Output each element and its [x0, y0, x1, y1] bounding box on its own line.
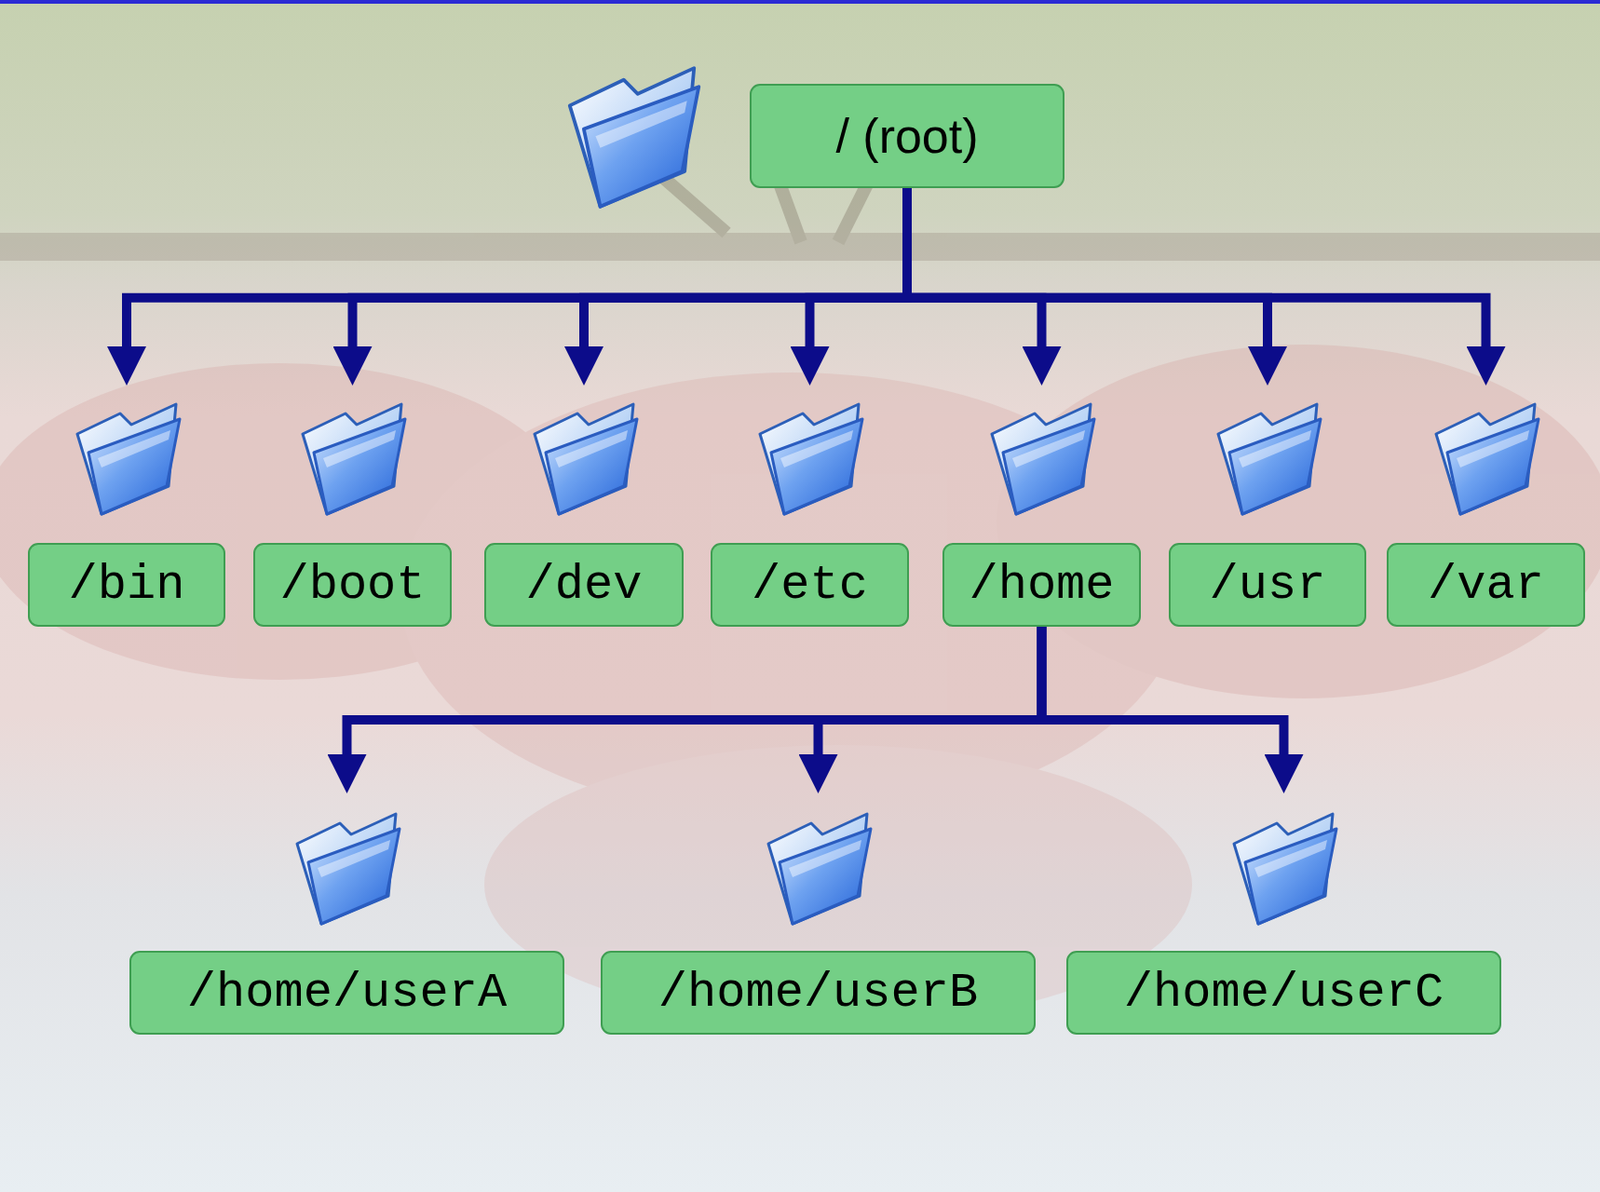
folder-icon [768, 813, 871, 924]
folder-icon [569, 67, 700, 207]
directory-node: /home/userC [1066, 799, 1502, 1035]
directory-path: /home/userA [187, 965, 507, 1021]
directory-label-box: /bin [27, 542, 226, 627]
directory-node: /home [942, 391, 1141, 627]
directory-path: /var [1427, 557, 1545, 613]
directory-path: /usr [1209, 557, 1327, 613]
directory-path: /home [968, 557, 1114, 613]
directory-node: /etc [710, 391, 909, 627]
directory-label-box: /usr [1168, 542, 1367, 627]
directory-path: /home/userB [658, 965, 978, 1021]
top-rule [0, 0, 1600, 4]
directory-path: /dev [526, 557, 643, 613]
directory-label-box: /home/userA [129, 950, 565, 1035]
tree-arrow [818, 626, 1043, 757]
tree-arrow [347, 626, 1043, 757]
tree-arrow [907, 188, 1043, 349]
blossom-texture [0, 130, 1600, 1025]
directory-path: /boot [279, 557, 425, 613]
tree-arrow [352, 188, 909, 349]
root-directory-node: / (root) [749, 83, 1065, 189]
directory-path: / (root) [835, 108, 978, 164]
directory-label-box: /home [942, 542, 1141, 627]
directory-node: /usr [1168, 391, 1367, 627]
directory-label-box: /home/userB [600, 950, 1036, 1035]
directory-label-box: /boot [253, 542, 452, 627]
directory-node: /boot [253, 391, 452, 627]
directory-node: /var [1386, 391, 1586, 627]
folder-icon [534, 404, 638, 515]
directory-path: /etc [751, 557, 868, 613]
directory-node: /dev [484, 391, 684, 627]
directory-label-box: /home/userC [1066, 950, 1502, 1035]
folder-icon [302, 404, 406, 515]
directory-node: /bin [27, 391, 226, 627]
directory-path: /home/userC [1124, 965, 1444, 1021]
tree-arrow [1042, 626, 1285, 757]
directory-label-box: /dev [484, 542, 684, 627]
folder-icon [1233, 813, 1337, 924]
tree-arrow [126, 188, 908, 349]
folder-icon [1436, 404, 1539, 515]
tree-arrow [810, 188, 909, 349]
folder-icon [991, 404, 1095, 515]
directory-label-box: / (root) [749, 83, 1065, 189]
directory-label-box: /etc [710, 542, 909, 627]
folder-icons [77, 67, 1539, 924]
folder-icon [77, 404, 180, 515]
tree-arrow [907, 188, 1268, 349]
folder-icon [297, 813, 400, 924]
folder-icon [1218, 404, 1321, 515]
directory-label-box: /var [1386, 542, 1586, 627]
directory-path: /bin [68, 557, 186, 613]
directory-node: /home/userA [129, 799, 565, 1035]
folder-icon [759, 404, 863, 515]
tree-arrow [583, 188, 908, 349]
directory-node: /home/userB [600, 799, 1036, 1035]
tree-arrow [907, 188, 1487, 349]
